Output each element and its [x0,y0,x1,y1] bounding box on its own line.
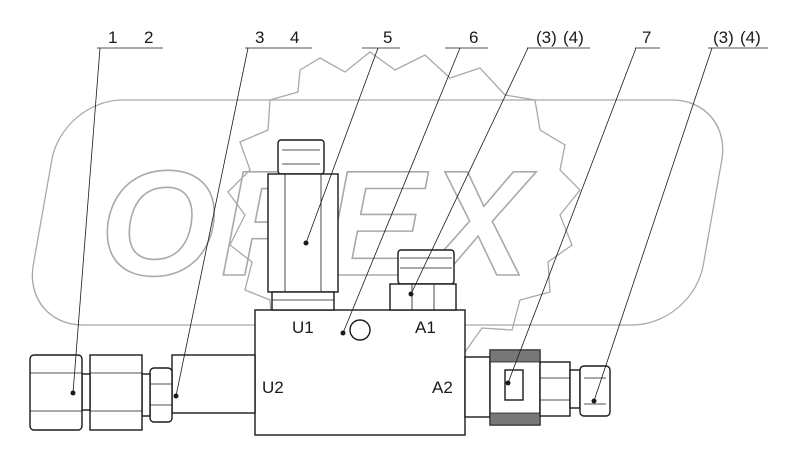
port-label-a2: A2 [432,378,453,397]
port-label-u1: U1 [292,318,314,337]
callout-6: 6 [469,28,478,47]
port-labels: U1 A1 U2 A2 [262,318,453,397]
part-5-fitting [267,139,339,311]
callout-3: 3 [255,28,264,47]
callout-4: 4 [290,28,299,47]
callout-7: 7 [642,28,651,47]
valve-body [254,309,466,436]
callout-labels: 1 2 3 4 5 6 (3) (4) 7 (3) (4) [108,28,761,47]
callout-1: 1 [108,28,117,47]
watermark-gear [227,51,581,363]
callout-4-ref-b: (4) [740,28,761,47]
left-fittings [29,354,256,431]
body-hole [349,319,371,341]
right-fittings [464,349,611,426]
port-label-a1: A1 [415,318,436,337]
port-label-u2: U2 [262,378,284,397]
callout-3-ref-a: (3) [536,28,557,47]
callout-2: 2 [144,28,153,47]
a1-fitting [389,249,457,311]
callout-5: 5 [383,28,392,47]
callout-3-ref-b: (3) [713,28,734,47]
leader-lines [70,47,768,404]
callout-4-ref-a: (4) [563,28,584,47]
